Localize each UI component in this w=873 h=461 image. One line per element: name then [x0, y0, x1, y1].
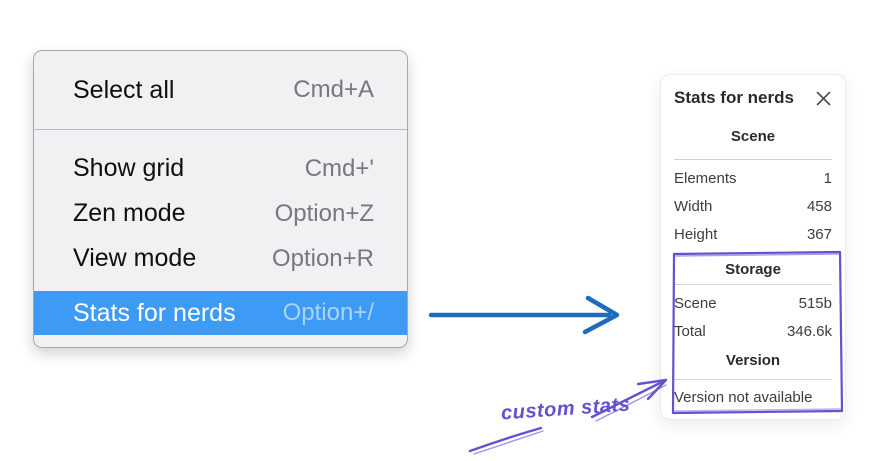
stats-panel-title: Stats for nerds	[674, 88, 794, 107]
menu-item-label: Stats for nerds	[73, 298, 236, 327]
menu-item-label: Show grid	[73, 154, 185, 182]
context-menu: Select all Cmd+A Show grid Cmd+' Zen mod…	[33, 50, 408, 348]
stat-row-total-size: Total 346.6k	[674, 317, 832, 345]
menu-group-bottom: Show grid Cmd+' Zen mode Option+Z View m…	[34, 130, 407, 348]
menu-item-shortcut: Option+/	[282, 299, 374, 326]
stat-value: 515b	[798, 294, 832, 312]
stat-value: 1	[823, 169, 832, 187]
stats-panel: Stats for nerds Scene Elements 1 Width 4…	[660, 74, 846, 420]
stats-section-version: Version Version not available	[674, 351, 832, 410]
menu-item-select-all[interactable]: Select all Cmd+A	[34, 68, 407, 113]
stat-value: 458	[806, 197, 832, 215]
menu-item-label: Zen mode	[73, 199, 186, 227]
section-divider	[674, 379, 832, 380]
menu-divider	[34, 129, 407, 130]
section-heading: Storage	[725, 261, 781, 278]
close-button[interactable]	[814, 89, 832, 107]
menu-item-shortcut: Option+R	[271, 244, 374, 272]
stat-label: Width	[674, 197, 713, 215]
stat-label: Height	[674, 225, 718, 243]
menu-item-view-mode[interactable]: View mode Option+R	[34, 236, 407, 281]
menu-item-show-grid[interactable]: Show grid Cmd+'	[34, 146, 407, 191]
section-divider	[674, 284, 832, 285]
version-note: Version not available	[674, 388, 813, 406]
stat-row-width: Width 458	[674, 192, 832, 220]
stat-row-height: Height 367	[674, 220, 832, 248]
section-divider	[674, 159, 832, 160]
stat-label: Scene	[674, 294, 717, 312]
menu-item-label: View mode	[73, 244, 197, 272]
menu-item-zen-mode[interactable]: Zen mode Option+Z	[34, 191, 407, 236]
stat-label: Total	[674, 322, 706, 340]
stats-panel-header: Stats for nerds	[674, 85, 832, 111]
section-heading: Scene	[730, 128, 776, 145]
close-icon	[816, 91, 830, 105]
stat-value: 346.6k	[786, 322, 832, 340]
stat-label: Elements	[674, 169, 737, 187]
section-heading: Version	[725, 352, 781, 369]
stat-value: 367	[806, 225, 832, 243]
menu-group-top: Select all Cmd+A	[34, 51, 407, 129]
menu-item-shortcut: Cmd+A	[293, 76, 374, 103]
menu-item-stats-for-nerds[interactable]: Stats for nerds Option+/	[34, 291, 407, 335]
annotation-label: custom stats	[500, 393, 631, 425]
stat-row-elements: Elements 1	[674, 164, 832, 192]
stats-section-storage: Storage Scene 515b Total 346.6k	[674, 260, 832, 345]
menu-item-label: Select all	[73, 75, 175, 104]
stat-row-scene-size: Scene 515b	[674, 289, 832, 317]
menu-item-shortcut: Cmd+'	[304, 154, 374, 182]
menu-item-shortcut: Option+Z	[274, 199, 374, 227]
arrow-menu-to-panel-icon	[428, 295, 620, 335]
stats-section-scene: Scene Elements 1 Width 458 Height 367	[674, 127, 832, 248]
